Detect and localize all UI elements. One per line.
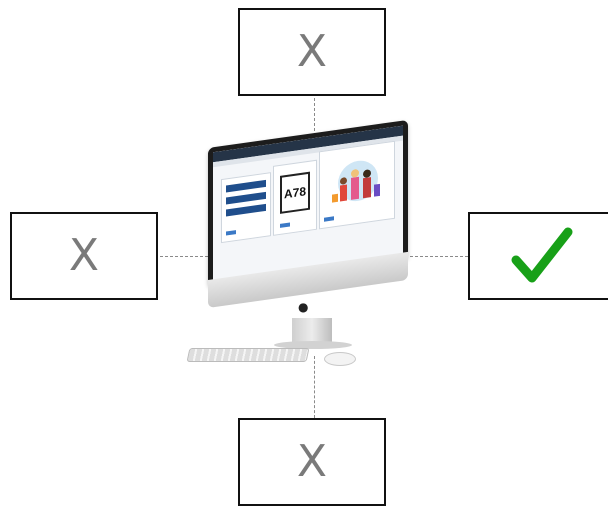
screen-small-button xyxy=(226,230,236,236)
check-icon xyxy=(511,227,573,283)
x-mark-bottom: X xyxy=(296,436,328,487)
connector-right xyxy=(410,256,468,257)
x-mark-top: X xyxy=(296,26,328,77)
option-box-bottom: X xyxy=(238,418,386,506)
monitor-screen: A78 xyxy=(213,125,403,283)
x-mark-left: X xyxy=(68,230,100,281)
option-box-top: X xyxy=(238,8,386,96)
screen-menu-button xyxy=(226,179,266,193)
connector-left xyxy=(160,256,218,257)
screen-menu-button xyxy=(226,191,266,205)
screen-ticket: A78 xyxy=(280,171,310,214)
people-illustration-icon xyxy=(332,160,380,203)
screen-small-button xyxy=(280,222,290,228)
screen-small-button xyxy=(324,216,334,222)
option-box-left: X xyxy=(10,212,158,300)
connector-bottom xyxy=(314,356,315,418)
keyboard-icon xyxy=(186,348,310,362)
screen-ticket-number: A78 xyxy=(283,184,306,202)
monitor-stand xyxy=(292,318,332,344)
monitor-frame: A78 xyxy=(208,119,408,288)
apple-logo-icon: ● xyxy=(298,300,309,314)
screen-panel-ticket: A78 xyxy=(273,159,317,236)
screen-panel-illustration xyxy=(319,140,395,230)
mouse-icon xyxy=(324,352,356,366)
imac-desktop-icon: A78 ● xyxy=(180,119,430,378)
screen-panel-menu xyxy=(221,172,271,244)
screen-menu-button xyxy=(226,203,266,217)
option-box-right xyxy=(468,212,608,300)
monitor-base xyxy=(274,341,352,349)
